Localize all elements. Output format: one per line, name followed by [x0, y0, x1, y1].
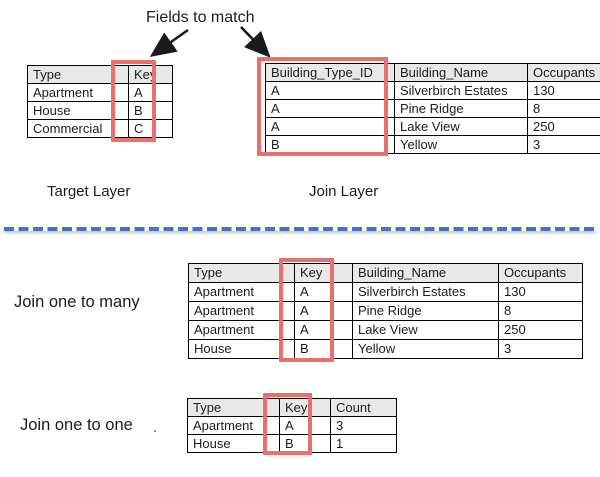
table-cell: B — [294, 339, 353, 359]
table-cell: Yellow — [352, 339, 499, 359]
table-cell: 250 — [498, 320, 583, 340]
table-cell: Pine Ridge — [394, 99, 528, 118]
column-header: Type — [27, 65, 129, 84]
column-header: Type — [187, 398, 280, 417]
table-cell: House — [188, 339, 295, 359]
table-cell: Commercial — [27, 119, 129, 138]
table-cell: C — [128, 119, 173, 138]
table-cell: Apartment — [188, 282, 295, 302]
column-header: Building_Type_ID — [265, 63, 395, 82]
table-cell: House — [27, 101, 129, 120]
table-cell: A — [279, 416, 331, 435]
table-cell: Apartment — [188, 301, 295, 321]
table-cell: 3 — [527, 135, 600, 154]
table-cell: 8 — [498, 301, 583, 321]
table-cell: B — [279, 434, 331, 453]
match-arrows — [149, 26, 271, 58]
table-cell: A — [265, 117, 395, 136]
column-header: Count — [330, 398, 397, 417]
table-cell: 130 — [527, 81, 600, 100]
table-cell: 130 — [498, 282, 583, 302]
arrow-down-left-icon — [149, 28, 189, 57]
column-header: Key — [128, 65, 173, 84]
table-cell: A — [294, 301, 353, 321]
table-cell: B — [128, 101, 173, 120]
fields-to-match-label: Fields to match — [146, 9, 255, 26]
table-cell: A — [265, 81, 395, 100]
table-cell: Apartment — [27, 83, 129, 102]
table-cell: A — [294, 320, 353, 340]
arrow-down-right-icon — [240, 26, 271, 58]
table-cell: Yellow — [394, 135, 528, 154]
target-layer-label: Target Layer — [47, 183, 131, 200]
join-one-to-many-label: Join one to many — [14, 293, 140, 311]
column-header: Occupants — [498, 263, 583, 283]
table-cell: 3 — [498, 339, 583, 359]
table-cell: Silverbirch Estates — [394, 81, 528, 100]
table-cell: Apartment — [188, 320, 295, 340]
table-cell: A — [265, 99, 395, 118]
table-cell: House — [187, 434, 280, 453]
table-cell: Pine Ridge — [352, 301, 499, 321]
table-cell: A — [294, 282, 353, 302]
table-cell: 8 — [527, 99, 600, 118]
table-cell: Lake View — [352, 320, 499, 340]
column-header: Key — [279, 398, 331, 417]
dashed-divider — [4, 227, 596, 231]
table-cell: Apartment — [187, 416, 280, 435]
stray-dot: . — [153, 419, 157, 435]
column-header: Building_Name — [394, 63, 528, 82]
table-cell: 250 — [527, 117, 600, 136]
table-cell: 1 — [330, 434, 397, 453]
column-header: Key — [294, 263, 353, 283]
join-layer-label: Join Layer — [309, 183, 379, 200]
table-cell: B — [265, 135, 395, 154]
table-cell: 3 — [330, 416, 397, 435]
table-cell: Lake View — [394, 117, 528, 136]
table-cell: A — [128, 83, 173, 102]
column-header: Building_Name — [352, 263, 499, 283]
column-header: Occupants — [527, 63, 600, 82]
table-cell: Silverbirch Estates — [352, 282, 499, 302]
join-one-to-one-label: Join one to one — [20, 416, 133, 434]
column-header: Type — [188, 263, 295, 283]
